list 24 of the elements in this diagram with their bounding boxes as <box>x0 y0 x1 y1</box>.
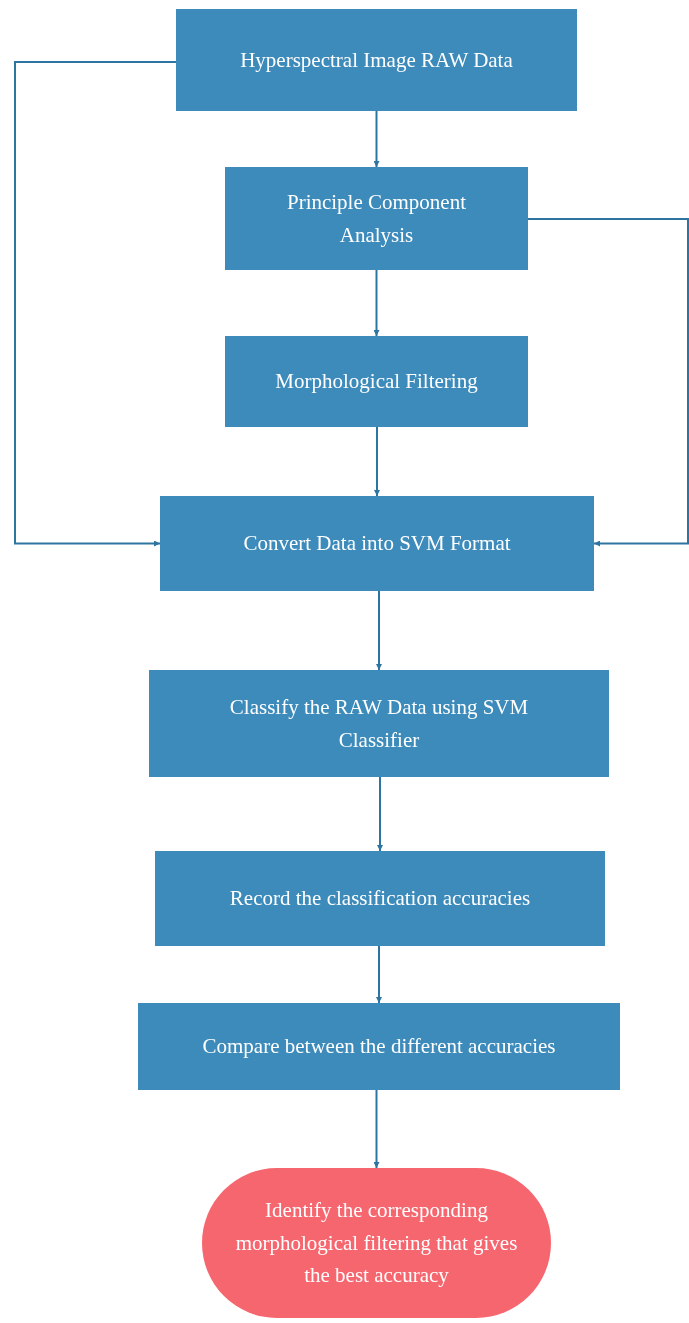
arrow <box>373 110 380 168</box>
arrow <box>376 945 382 1004</box>
node-label: Compare between the different accuracies <box>202 1033 556 1061</box>
node-label: Classify the RAW Data using SVM Classifier <box>228 693 530 754</box>
arrow <box>374 426 380 497</box>
node-label: Hyperspectral Image RAW Data <box>240 46 513 74</box>
arrow <box>14 61 177 547</box>
process-box <box>155 851 605 946</box>
arrow <box>373 269 380 337</box>
node-label: Record the classification accuracies <box>229 885 531 913</box>
arrow <box>377 776 383 852</box>
node-label: Morphological Filtering <box>275 368 478 396</box>
process-box <box>160 496 594 591</box>
node-label: Identify the corresponding morphological filtering that gives the best accuracy <box>234 1197 519 1290</box>
process-box <box>225 167 528 270</box>
node-label: Principle Component Analysis <box>285 188 468 249</box>
process-box <box>176 9 577 111</box>
arrow <box>373 1089 380 1169</box>
arrow <box>527 218 689 547</box>
node-label: Convert Data into SVM Format <box>243 530 511 558</box>
arrow <box>376 590 382 671</box>
process-box <box>149 670 609 777</box>
process-box <box>225 336 528 427</box>
process-box <box>138 1003 620 1090</box>
